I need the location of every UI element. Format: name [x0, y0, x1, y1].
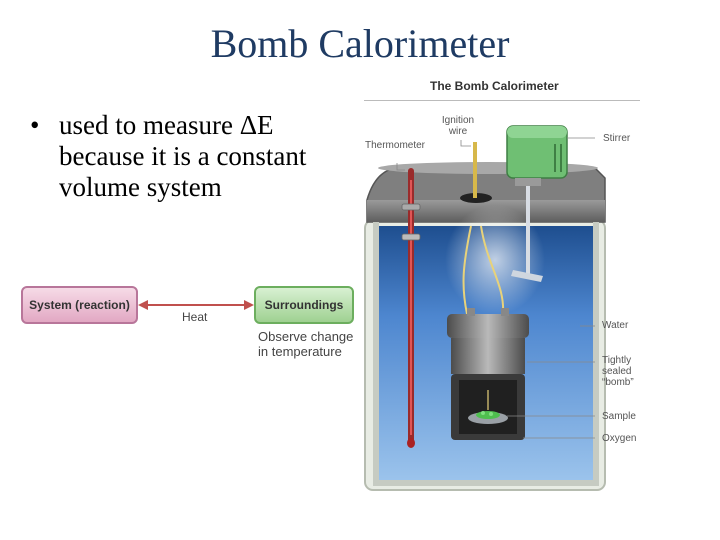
ignition-wire	[460, 142, 505, 315]
label-ignition-line2: wire	[448, 126, 468, 137]
thermometer	[401, 168, 421, 448]
observe-note: Observe change in temperature	[258, 329, 368, 359]
figure-title: The Bomb Calorimeter	[430, 79, 559, 93]
sealed-bomb	[447, 308, 529, 440]
slide-title: Bomb Calorimeter	[210, 21, 510, 66]
surroundings-box: Surroundings	[254, 286, 354, 324]
system-label: System (reaction)	[29, 298, 130, 312]
label-oxygen: Oxygen	[602, 433, 637, 444]
observe-note-line1: Observe change	[258, 329, 354, 344]
heat-double-arrow	[138, 300, 254, 310]
label-sealed-bomb: Tightly sealed “bomb”	[602, 355, 634, 388]
label-ignition-line1: Ignition	[441, 115, 475, 126]
label-bomb-line1: Tightly	[602, 355, 632, 366]
label-bomb-line2: sealed	[602, 366, 632, 377]
label-ignition-wire: Ignition wire	[438, 115, 478, 137]
label-stirrer: Stirrer	[603, 133, 631, 144]
bullet-text: used to measure ΔE because it is a const…	[59, 110, 307, 202]
label-thermometer: Thermometer	[365, 140, 426, 151]
observe-note-line2: in temperature	[258, 344, 342, 359]
system-reaction-box: System (reaction)	[21, 286, 138, 324]
label-sample: Sample	[602, 411, 636, 422]
figure-title-rule	[364, 100, 640, 101]
label-leader-lines	[396, 137, 595, 439]
label-bomb-line3: “bomb”	[602, 377, 634, 388]
label-water: Water	[602, 320, 629, 331]
calorimeter-illustration	[364, 125, 606, 491]
stirrer	[506, 125, 568, 282]
surroundings-label: Surroundings	[264, 298, 344, 312]
heat-label: Heat	[182, 310, 208, 324]
bullet-dot-icon: •	[30, 110, 40, 140]
